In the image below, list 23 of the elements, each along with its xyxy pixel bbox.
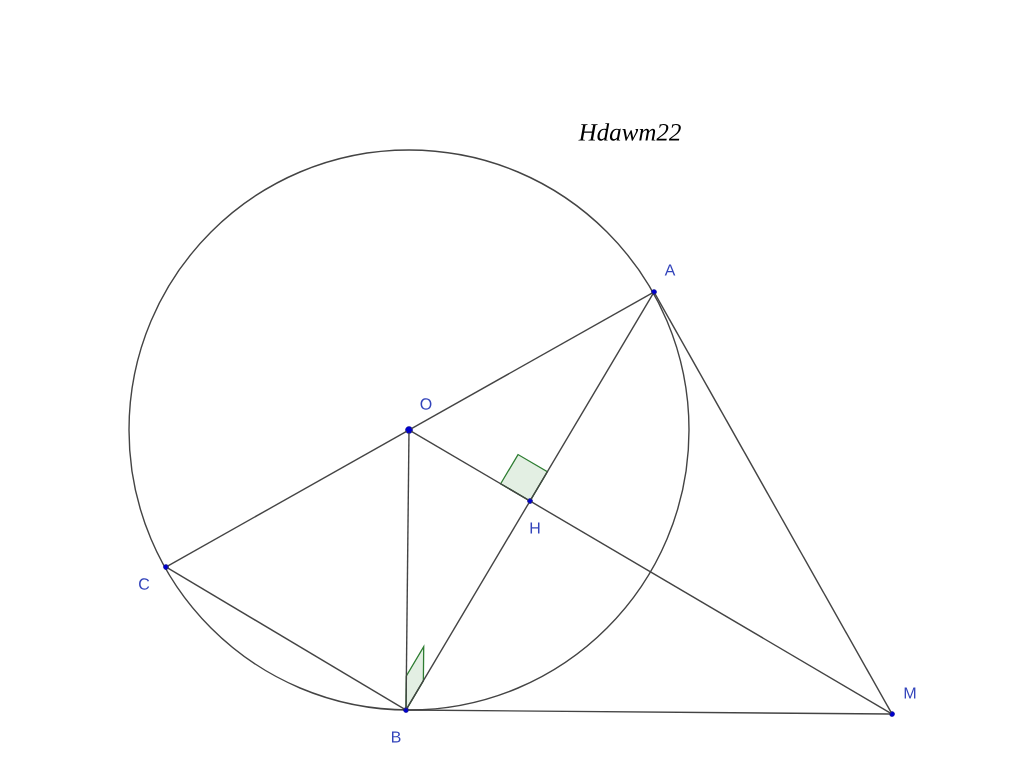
point: A bbox=[651, 264, 676, 295]
point: O bbox=[405, 398, 432, 434]
line-segment bbox=[530, 292, 654, 501]
line-segment bbox=[166, 430, 408, 567]
point: M bbox=[889, 687, 916, 717]
line-segment bbox=[410, 430, 530, 501]
line-segment bbox=[530, 501, 892, 714]
line-segment bbox=[407, 709, 891, 715]
figure-label: Hdawm22 bbox=[578, 123, 681, 141]
line-segment bbox=[166, 567, 406, 710]
node-label: B bbox=[391, 731, 401, 743]
node-label: O bbox=[420, 398, 432, 410]
node-label: M bbox=[904, 687, 916, 699]
point: B bbox=[392, 707, 409, 743]
point: C bbox=[139, 564, 169, 590]
node-label: C bbox=[139, 578, 150, 590]
line-segment bbox=[654, 292, 892, 714]
point: H bbox=[527, 498, 540, 534]
node-label: H bbox=[530, 522, 540, 534]
line-segment bbox=[406, 501, 530, 710]
node-label: A bbox=[664, 264, 676, 276]
line-segment bbox=[410, 292, 654, 430]
line-segment bbox=[405, 432, 410, 709]
